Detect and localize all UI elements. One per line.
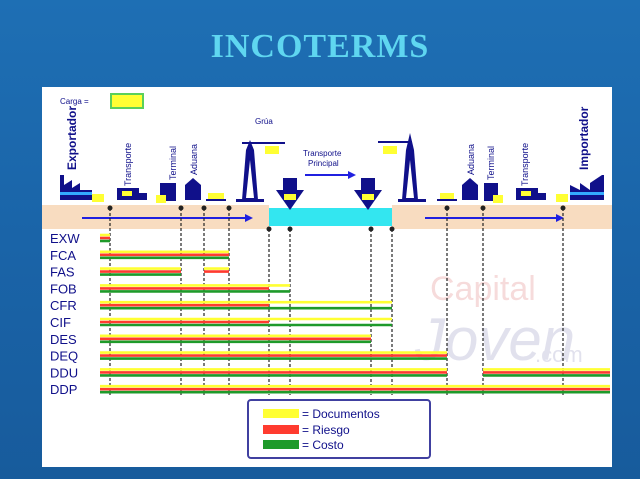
watermark-line3: .com xyxy=(535,342,583,367)
checkpoint-dot xyxy=(266,226,272,232)
label-terminal-1: Terminal xyxy=(168,146,178,180)
watermark: Capital Joven .com xyxy=(414,270,583,373)
term-row-ddp: DDP xyxy=(50,382,610,397)
term-row-des: DES xyxy=(50,332,371,347)
legend-riesgo: = Riesgo xyxy=(302,423,350,437)
carga-swatch xyxy=(110,93,144,109)
label-aduana-2: Aduana xyxy=(466,144,476,175)
terminal-right-icon xyxy=(484,183,503,203)
term-label: DDU xyxy=(50,365,78,380)
term-label: EXW xyxy=(50,231,80,246)
ship-left-icon xyxy=(276,178,304,210)
page-title: INCOTERMS xyxy=(210,28,430,65)
checkpoint-dot xyxy=(226,205,232,211)
cargo-icon xyxy=(92,194,104,202)
watermark-line2: Joven xyxy=(414,306,575,373)
legend-costo: = Costo xyxy=(302,438,344,452)
term-label: FAS xyxy=(50,265,75,280)
legend-swatch-documentos xyxy=(263,409,299,418)
cargo-cart-icon xyxy=(206,193,226,201)
term-label: FCA xyxy=(50,248,76,263)
aduana-right-icon xyxy=(462,178,478,200)
term-row-cfr: CFR xyxy=(50,298,392,313)
checkpoint-dot xyxy=(444,205,450,211)
legend-swatch-riesgo xyxy=(263,425,299,434)
term-label: CFR xyxy=(50,298,77,313)
checkpoint-dot xyxy=(287,226,293,232)
legend-swatch-costo xyxy=(263,440,299,449)
truck-right-icon xyxy=(516,188,546,200)
crane-left-icon xyxy=(236,140,285,202)
term-row-exw: EXW xyxy=(50,231,110,246)
legend-documentos: = Documentos xyxy=(302,407,380,421)
term-row-deq: DEQ xyxy=(50,349,447,364)
transport-principal-arrow xyxy=(305,171,356,179)
checkpoint-dot xyxy=(389,226,395,232)
aduana-icon xyxy=(185,178,201,200)
term-label: DES xyxy=(50,332,77,347)
term-row-fca: FCA xyxy=(50,248,229,263)
terminal-icon xyxy=(156,183,176,203)
cargo-cart-right-icon xyxy=(437,193,457,201)
truck-icon xyxy=(117,188,147,200)
ship-right-icon xyxy=(354,178,382,210)
checkpoint-dot xyxy=(107,205,113,211)
label-importador: Importador xyxy=(577,106,591,170)
checkpoint-dot xyxy=(560,205,566,211)
label-transporte-1: Transporte xyxy=(123,143,133,186)
term-label: FOB xyxy=(50,281,77,296)
sea xyxy=(269,208,392,226)
label-exportador: Exportador xyxy=(65,106,79,170)
crane-cargo-icon-right xyxy=(383,146,397,154)
label-transporte-2: Transporte xyxy=(520,143,530,186)
crane-cargo-icon xyxy=(265,146,279,154)
term-row-cif: CIF xyxy=(50,315,392,330)
term-label: DDP xyxy=(50,382,77,397)
checkpoint-dot xyxy=(368,226,374,232)
importador-factory-icon xyxy=(570,175,604,200)
cargo-icon-right xyxy=(556,194,568,202)
crane-right-icon xyxy=(378,133,426,202)
checkpoint-dot xyxy=(480,205,486,211)
term-row-fas: FAS xyxy=(50,265,229,280)
term-label: DEQ xyxy=(50,349,78,364)
legend: = Documentos = Riesgo = Costo xyxy=(247,399,431,459)
label-terminal-2: Terminal xyxy=(486,146,496,180)
term-row-ddu: DDU xyxy=(50,365,610,380)
label-transporte-principal-2: Principal xyxy=(308,159,339,168)
label-grua: Grúa xyxy=(255,117,273,126)
checkpoint-dot xyxy=(201,205,207,211)
term-row-fob: FOB xyxy=(50,281,290,296)
term-label: CIF xyxy=(50,315,71,330)
carga-label: Carga = xyxy=(60,97,89,106)
flow-arrow-left xyxy=(82,214,253,222)
label-transporte-principal-1: Transporte xyxy=(303,149,342,158)
exportador-factory-icon xyxy=(60,175,92,200)
checkpoint-dot xyxy=(178,205,184,211)
label-aduana-1: Aduana xyxy=(189,144,199,175)
